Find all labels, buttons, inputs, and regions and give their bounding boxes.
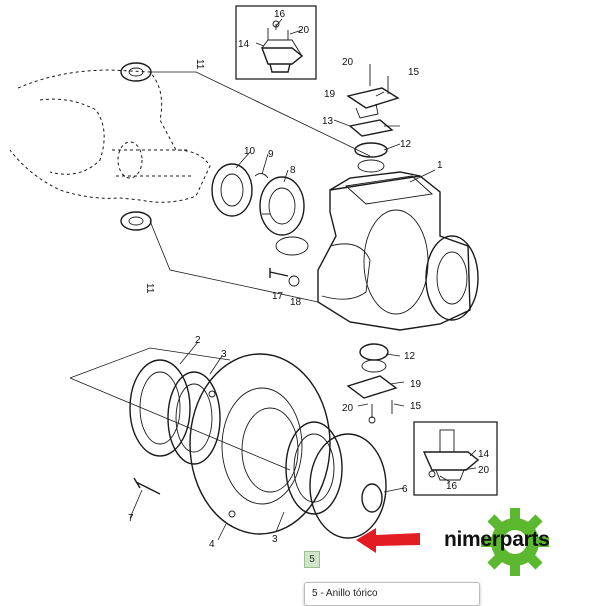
lower-seal <box>120 211 152 231</box>
inset-top <box>235 5 317 80</box>
steering-knuckle <box>275 171 479 331</box>
o-ring-5 <box>309 433 387 539</box>
callout-10: 10 <box>244 146 256 157</box>
callout-14: 14 <box>478 449 490 460</box>
callout-15: 15 <box>410 401 422 412</box>
leader-lines <box>69 18 477 541</box>
callout-20: 20 <box>342 57 354 68</box>
callout-7: 7 <box>128 513 134 524</box>
bolt-17 <box>269 268 289 278</box>
callout-19: 19 <box>410 379 422 390</box>
bolt-7 <box>133 477 161 495</box>
upper-seal <box>120 62 152 82</box>
gear-logo-icon <box>481 508 549 576</box>
callout-20: 20 <box>298 25 310 36</box>
callout-16: 16 <box>274 9 286 20</box>
callout-2: 2 <box>195 335 201 346</box>
brand-logo-text: nimerparts <box>444 528 550 551</box>
callout-6: 6 <box>402 484 408 495</box>
callout-12: 12 <box>400 139 412 150</box>
callout-3: 3 <box>272 534 278 545</box>
part-5-highlight[interactable]: 5 <box>304 551 320 568</box>
callout-3: 3 <box>221 349 227 360</box>
callout-14: 14 <box>238 39 250 50</box>
callout-17: 17 <box>272 291 284 302</box>
washer-18 <box>288 275 300 287</box>
callouts: 1 2 3 3 4 6 7 8 9 10 11 11 12 12 13 14 1… <box>128 9 490 550</box>
callout-9: 9 <box>268 149 274 160</box>
callout-8: 8 <box>290 165 296 176</box>
top-kingpin-stack <box>346 64 400 173</box>
part-caption-tooltip: 5 - Anillo tórico <box>304 582 480 606</box>
callout-18: 18 <box>290 297 302 308</box>
callout-16: 16 <box>446 481 458 492</box>
wheel-hub-assembly <box>129 353 387 539</box>
callout-20: 20 <box>342 403 354 414</box>
shaft-seal-group <box>211 163 305 236</box>
callout-1: 1 <box>437 160 443 171</box>
callout-4: 4 <box>209 539 215 550</box>
callout-19: 19 <box>324 89 336 100</box>
callout-20: 20 <box>478 465 490 476</box>
arrow-left-icon <box>356 528 420 553</box>
circlip-6 <box>361 483 383 513</box>
axle-housing <box>9 69 211 203</box>
callout-13: 13 <box>322 116 334 127</box>
callout-12: 12 <box>404 351 416 362</box>
callout-11: 11 <box>144 283 155 294</box>
bottom-kingpin-stack <box>346 343 398 424</box>
callout-11: 11 <box>194 59 205 70</box>
inset-right <box>413 421 498 496</box>
callout-15: 15 <box>408 67 420 78</box>
